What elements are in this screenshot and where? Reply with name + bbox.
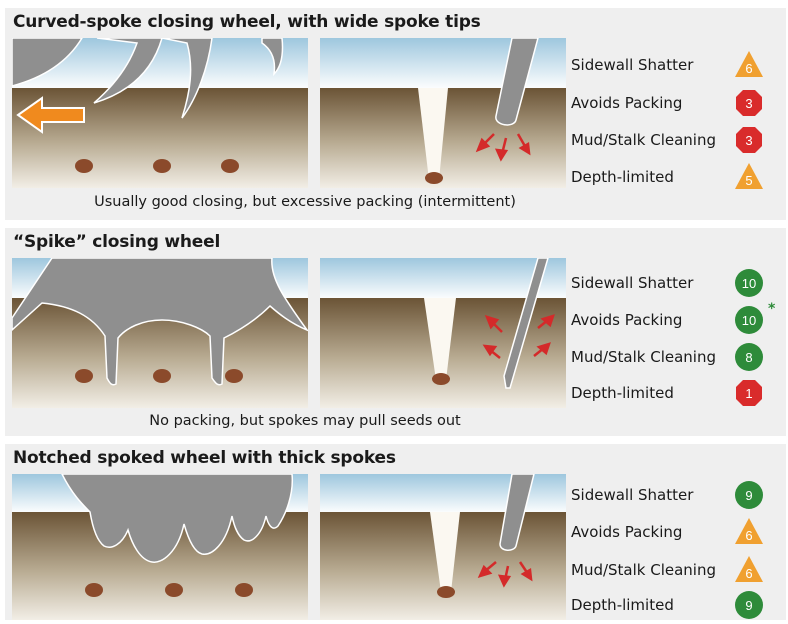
rating-depth-limited: Depth-limited 1 (571, 378, 781, 408)
seed-icon (75, 369, 243, 383)
seed-icon (75, 159, 239, 173)
rating-badge-icon: 10 (735, 269, 763, 297)
rating-label: Sidewall Shatter (571, 56, 694, 74)
svg-text:3: 3 (745, 133, 752, 148)
svg-text:5: 5 (745, 173, 752, 188)
rating-label: Avoids Packing (571, 94, 683, 112)
wheel-side-view (12, 38, 308, 188)
spike-spokes (12, 258, 308, 386)
rating-label: Mud/Stalk Cleaning (571, 131, 717, 149)
svg-text:6: 6 (745, 528, 752, 543)
rating-badge-icon: 6 (735, 556, 763, 582)
rating-label: Sidewall Shatter (571, 486, 694, 504)
rating-label: Mud/Stalk Cleaning (571, 348, 717, 366)
travel-direction-arrow-icon (16, 96, 85, 134)
rating-sidewall-shatter: Sidewall Shatter 10 (571, 268, 781, 298)
section-notched-wheel: Notched spoked wheel with thick spokes (5, 444, 786, 620)
rating-depth-limited: Depth-limited 9 (571, 590, 781, 620)
rating-label: Avoids Packing (571, 311, 683, 329)
seed-icon (85, 583, 253, 597)
section-caption: No packing, but spokes may pull seeds ou… (149, 413, 461, 429)
seed-icon (437, 586, 455, 598)
section-title: “Spike” closing wheel (13, 232, 221, 252)
section-title: Notched spoked wheel with thick spokes (13, 448, 396, 468)
svg-text:8: 8 (745, 350, 752, 365)
rating-mud-stalk-cleaning: Mud/Stalk Cleaning 6 (571, 555, 781, 585)
spike-tip (503, 258, 549, 389)
furrow-cross-section (320, 474, 566, 620)
rating-sidewall-shatter: Sidewall Shatter 6 (571, 50, 781, 80)
svg-text:9: 9 (745, 488, 752, 503)
rating-mud-stalk-cleaning: Mud/Stalk Cleaning 8 (571, 342, 781, 372)
wheel-side-view (12, 258, 308, 408)
rating-avoids-packing: Avoids Packing 6 (571, 517, 781, 547)
svg-text:10: 10 (742, 313, 756, 328)
rating-avoids-packing: Avoids Packing 10 * (571, 301, 781, 335)
rating-badge-icon: 6 (735, 518, 763, 544)
spoke-tip (495, 38, 539, 126)
rating-badge-icon: 1 (736, 380, 762, 406)
footnote-marker: * (768, 301, 776, 317)
rating-badge-icon: 5 (735, 163, 763, 189)
rating-badge-icon: 6 (735, 51, 763, 77)
svg-text:3: 3 (745, 96, 752, 111)
rating-sidewall-shatter: Sidewall Shatter 9 (571, 480, 781, 510)
rating-avoids-packing: Avoids Packing 3 (571, 88, 781, 118)
svg-text:1: 1 (745, 386, 752, 401)
svg-text:10: 10 (742, 276, 756, 291)
spoke-tip (499, 474, 535, 551)
rating-badge-icon: 9 (735, 591, 763, 619)
rating-label: Depth-limited (571, 168, 674, 186)
rating-label: Depth-limited (571, 384, 674, 402)
section-title: Curved-spoke closing wheel, with wide sp… (13, 12, 481, 32)
section-caption: Usually good closing, but excessive pack… (94, 194, 516, 210)
rating-label: Sidewall Shatter (571, 274, 694, 292)
svg-text:6: 6 (745, 61, 752, 76)
rating-depth-limited: Depth-limited 5 (571, 162, 781, 192)
curved-spokes (12, 38, 284, 119)
section-curved-spoke: Curved-spoke closing wheel, with wide sp… (5, 8, 786, 220)
rating-label: Depth-limited (571, 596, 674, 614)
furrow-cross-section (320, 38, 566, 188)
wheel-side-view (12, 474, 308, 624)
seed-icon (425, 172, 443, 184)
svg-text:6: 6 (745, 566, 752, 581)
rating-mud-stalk-cleaning: Mud/Stalk Cleaning 3 (571, 125, 781, 155)
svg-text:9: 9 (745, 598, 752, 613)
rating-badge-icon: 3 (736, 90, 762, 116)
rating-badge-icon: 9 (735, 481, 763, 509)
seed-icon (432, 373, 450, 385)
rating-label: Mud/Stalk Cleaning (571, 561, 717, 579)
rating-label: Avoids Packing (571, 523, 683, 541)
furrow-cross-section (320, 258, 566, 408)
pressure-arrow-icon (482, 314, 555, 359)
rating-badge-icon: 3 (736, 127, 762, 153)
notched-spokes (61, 474, 294, 563)
rating-badge-icon: 10 (735, 306, 763, 334)
pressure-arrow-icon (475, 133, 531, 162)
pressure-arrow-icon (477, 561, 533, 588)
section-spike-wheel: “Spike” closing wheel No packing, (5, 228, 786, 436)
rating-badge-icon: 8 (735, 343, 763, 371)
